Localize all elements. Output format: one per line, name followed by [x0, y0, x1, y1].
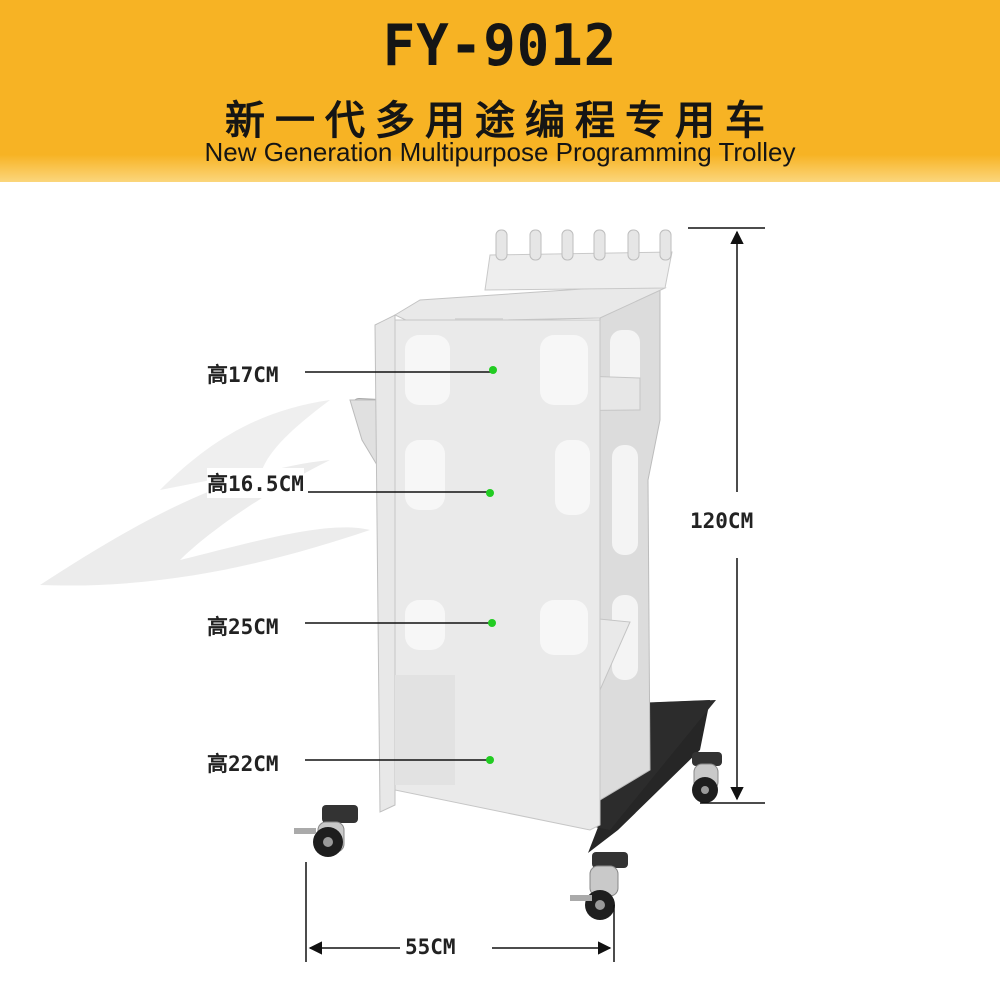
background-swoosh-upper — [160, 400, 330, 490]
front-lower-panel — [395, 675, 455, 785]
shelf-markers — [486, 366, 497, 764]
front-cutout-mid-left — [405, 440, 445, 510]
height-dimension — [688, 227, 765, 804]
tool-rack — [484, 251, 673, 291]
front-cutout-top-right — [540, 335, 588, 405]
caster-back-right — [692, 752, 722, 803]
front-cutout-top — [405, 335, 450, 405]
caster-front-right — [570, 852, 628, 920]
rear-cutout-low — [612, 595, 638, 680]
total-height-label: 120CM — [690, 509, 754, 533]
caster-front-left — [294, 805, 358, 857]
header-banner: FY-9012 新一代多用途编程专用车 New Generation Multi… — [0, 0, 1000, 182]
shelf-height-label-4: 高22CM — [207, 748, 279, 778]
width-dimension — [305, 862, 615, 962]
product-title-chinese: 新一代多用途编程专用车 — [225, 98, 775, 144]
width-label: 55CM — [405, 935, 456, 959]
front-cutout-low-right — [540, 600, 588, 655]
front-cutout-mid-right — [555, 440, 590, 515]
rear-cutout-mid — [612, 445, 638, 555]
tool-rack-pegs — [495, 229, 672, 261]
model-number: FY-9012 — [382, 12, 618, 79]
shelf-height-label-2: 高16.5CM — [207, 468, 304, 498]
front-side-panel — [374, 314, 396, 813]
product-title-english: New Generation Multipurpose Programming … — [204, 137, 796, 167]
shelf-height-leaders — [305, 371, 492, 761]
shelf-height-label-3: 高25CM — [207, 611, 279, 641]
front-cutout-low-left — [405, 600, 445, 650]
shelf-height-label-1: 高17CM — [207, 359, 279, 389]
background-swoosh — [40, 460, 370, 586]
